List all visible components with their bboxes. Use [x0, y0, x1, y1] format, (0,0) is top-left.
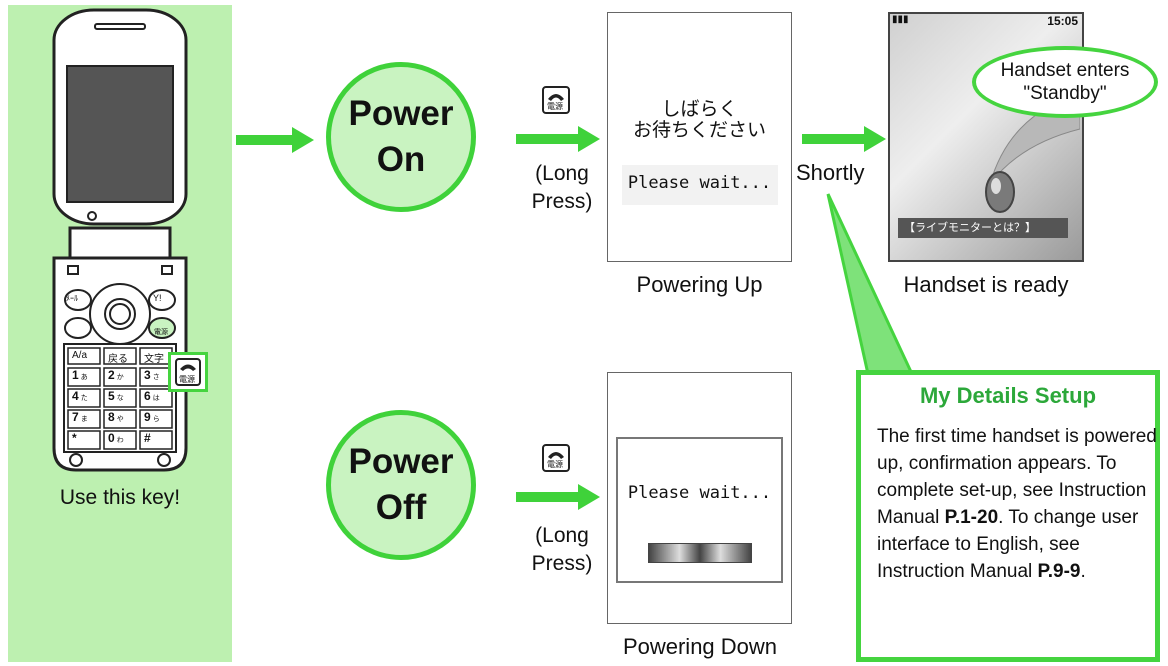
details-text2: . To change user interface to English, s…: [877, 507, 1139, 582]
aa-key[interactable]: A/a: [72, 350, 88, 361]
power-on-line1: Power: [348, 94, 454, 133]
keypad-kana: か: [116, 374, 124, 381]
please-wait-down: Please wait...: [627, 483, 772, 503]
phone-illustration: [52, 8, 188, 472]
power-key-icon-bottom: [542, 444, 570, 472]
arrow-to-powering-down: [516, 484, 600, 510]
long-press-top: (Long Press): [522, 160, 602, 216]
power-on-circle: Power On: [326, 62, 476, 212]
keypad-key[interactable]: #: [144, 431, 151, 445]
live-monitor-bar[interactable]: 【ライブモニターとは？】: [898, 218, 1068, 238]
handset-ready-caption: Handset is ready: [903, 272, 1069, 297]
long-press-line2-b: Press): [531, 552, 593, 575]
power-down-dialog: [616, 437, 783, 583]
back-key[interactable]: 戻る: [108, 354, 128, 365]
standby-bubble: Handset enters "Standby": [972, 46, 1158, 118]
details-ref1[interactable]: P.1-20: [944, 507, 999, 528]
keypad-kana: ら: [152, 416, 160, 423]
keypad-key[interactable]: *: [72, 431, 77, 445]
details-text3: .: [1080, 561, 1086, 582]
handset-icon: [548, 94, 564, 101]
yahoo-key-label[interactable]: Y!: [153, 293, 162, 303]
keypad-kana: た: [80, 395, 88, 402]
keypad-kana: ま: [80, 416, 88, 423]
power-key-icon-top: [542, 86, 570, 114]
keypad-kana: な: [116, 395, 124, 402]
bubble-line2: "Standby": [1023, 83, 1107, 104]
powering-down-caption: Powering Down: [622, 634, 778, 659]
details-title: My Details Setup: [919, 383, 1097, 408]
keypad-kana: わ: [116, 437, 124, 444]
phone-caption: Use this key!: [59, 486, 181, 509]
jp-wait-line2: お待ちください: [632, 120, 766, 141]
keypad-kana: さ: [152, 374, 160, 381]
powering-down-screen: Please wait...: [607, 372, 792, 624]
shutdown-progress: [648, 543, 752, 563]
powering-up-caption: Powering Up: [636, 272, 763, 297]
details-callout-pointer: [826, 193, 915, 376]
keypad-kana: は: [152, 395, 160, 402]
bubble-line1: Handset enters: [1000, 60, 1130, 81]
mail-key-label[interactable]: ﾒｰﾙ: [66, 294, 78, 303]
keypad-kana: あ: [80, 374, 88, 381]
long-press-line1-b: (Long: [535, 524, 589, 547]
phone-handset-icon: [175, 358, 201, 386]
shortly-label: Shortly: [796, 160, 865, 185]
power-key-small[interactable]: 電源: [154, 329, 168, 336]
keypad-kana: や: [116, 416, 124, 423]
power-key-label: 電源: [179, 375, 195, 384]
key-label-top: 電源: [547, 102, 563, 111]
please-wait-up: Please wait...: [627, 173, 772, 193]
powering-up-screen: しばらく お待ちください Please wait...: [607, 12, 792, 262]
arrow-to-power-on: [236, 127, 314, 153]
arrow-to-powering-up: [516, 126, 600, 152]
details-ref2[interactable]: P.9-9: [1037, 561, 1081, 582]
power-on-line2: On: [376, 140, 426, 179]
power-off-line2: Off: [375, 488, 427, 527]
my-details-box: My Details Setup The first time handset …: [856, 370, 1160, 662]
power-off-line1: Power: [348, 442, 454, 481]
handset-icon-bottom: [548, 452, 564, 459]
jp-wait-line1: しばらく: [661, 99, 738, 120]
char-key[interactable]: 文字: [144, 354, 164, 365]
details-text1: The first time handset is powered up, co…: [877, 426, 1157, 528]
long-press-line1: (Long: [535, 162, 589, 185]
long-press-line2: Press): [531, 190, 593, 213]
clock-time: 15:05: [1047, 14, 1078, 28]
power-off-circle: Power Off: [326, 410, 476, 560]
signal-icon: ▮▮▮: [892, 14, 909, 25]
key-label-bottom: 電源: [547, 460, 563, 469]
details-body: The first time handset is powered up, co…: [877, 423, 1157, 585]
arrow-to-standby: [802, 126, 886, 152]
long-press-bottom: (Long Press): [522, 522, 602, 578]
